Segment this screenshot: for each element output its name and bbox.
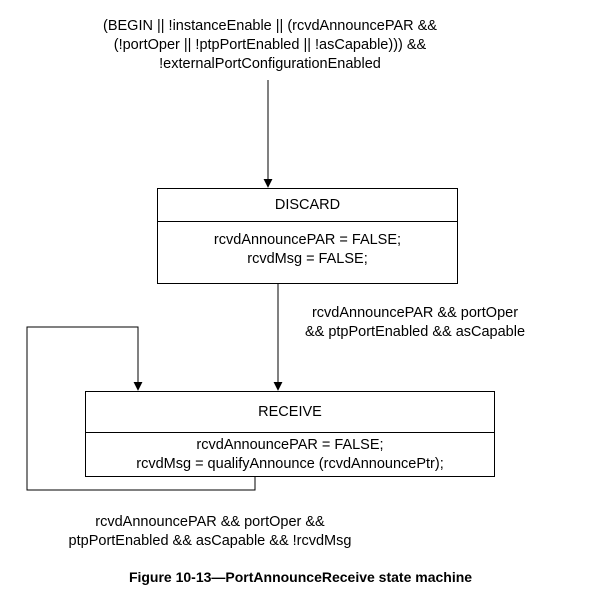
state-receive-name: RECEIVE xyxy=(86,392,494,433)
state-action: rcvdMsg = FALSE; xyxy=(247,251,368,267)
state-discard: DISCARD rcvdAnnouncePAR = FALSE; rcvdMsg… xyxy=(157,188,458,284)
transition-receive-loop: rcvdAnnouncePAR && portOper && ptpPortEn… xyxy=(20,513,400,551)
state-action: rcvdAnnouncePAR = FALSE; xyxy=(196,437,384,453)
state-receive: RECEIVE rcvdAnnouncePAR = FALSE; rcvdMsg… xyxy=(85,391,495,477)
entry-condition-line: (!portOper || !ptpPortEnabled || !asCapa… xyxy=(113,37,427,53)
state-action: rcvdMsg = qualifyAnnounce (rcvdAnnounceP… xyxy=(136,456,444,472)
transition-discard-to-receive: rcvdAnnouncePAR && portOper && ptpPortEn… xyxy=(280,304,550,342)
transition-condition-line: ptpPortEnabled && asCapable && !rcvdMsg xyxy=(68,533,352,549)
state-discard-actions: rcvdAnnouncePAR = FALSE; rcvdMsg = FALSE… xyxy=(158,222,457,283)
receive-loop-arrow xyxy=(26,326,256,491)
state-discard-name: DISCARD xyxy=(158,189,457,222)
figure-caption: Figure 10-13—PortAnnounceReceive state m… xyxy=(128,569,473,585)
entry-condition-line: !externalPortConfigurationEnabled xyxy=(159,56,381,72)
transition-condition-line: && ptpPortEnabled && asCapable xyxy=(304,324,526,340)
transition-condition-line: rcvdAnnouncePAR && portOper && xyxy=(95,514,325,530)
entry-condition-line: (BEGIN || !instanceEnable || (rcvdAnnoun… xyxy=(103,18,437,34)
entry-condition: (BEGIN || !instanceEnable || (rcvdAnnoun… xyxy=(70,17,470,74)
state-receive-actions: rcvdAnnouncePAR = FALSE; rcvdMsg = quali… xyxy=(86,433,494,476)
state-action: rcvdAnnouncePAR = FALSE; xyxy=(213,232,402,248)
transition-condition-line: rcvdAnnouncePAR && portOper xyxy=(311,305,519,321)
